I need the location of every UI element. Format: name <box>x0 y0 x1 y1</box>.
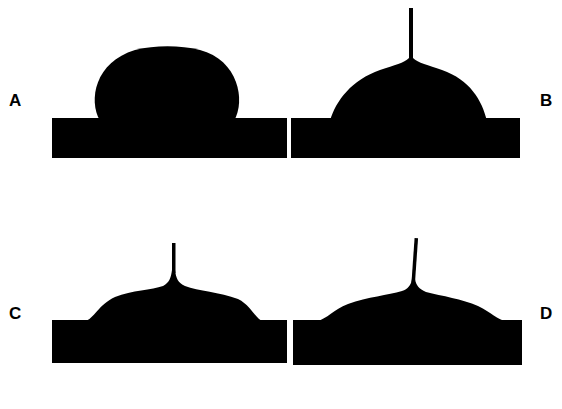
substrate <box>291 118 520 158</box>
panel-letter: D <box>540 305 552 322</box>
needle <box>412 238 419 282</box>
substrate <box>293 320 522 365</box>
drop-panel-c <box>52 243 287 363</box>
drop-panel-d <box>293 238 522 365</box>
drop <box>330 58 487 121</box>
panel-letter: A <box>9 92 21 109</box>
substrate <box>52 118 287 158</box>
panel-letter: C <box>9 305 21 322</box>
needle <box>409 8 413 62</box>
drop <box>316 279 508 322</box>
drop <box>84 270 264 322</box>
panel-letter: B <box>540 92 552 109</box>
drop <box>95 46 239 121</box>
drop-panel-b <box>291 8 520 158</box>
substrate <box>52 320 287 363</box>
needle <box>172 243 176 273</box>
drop-panel-a <box>52 46 287 158</box>
